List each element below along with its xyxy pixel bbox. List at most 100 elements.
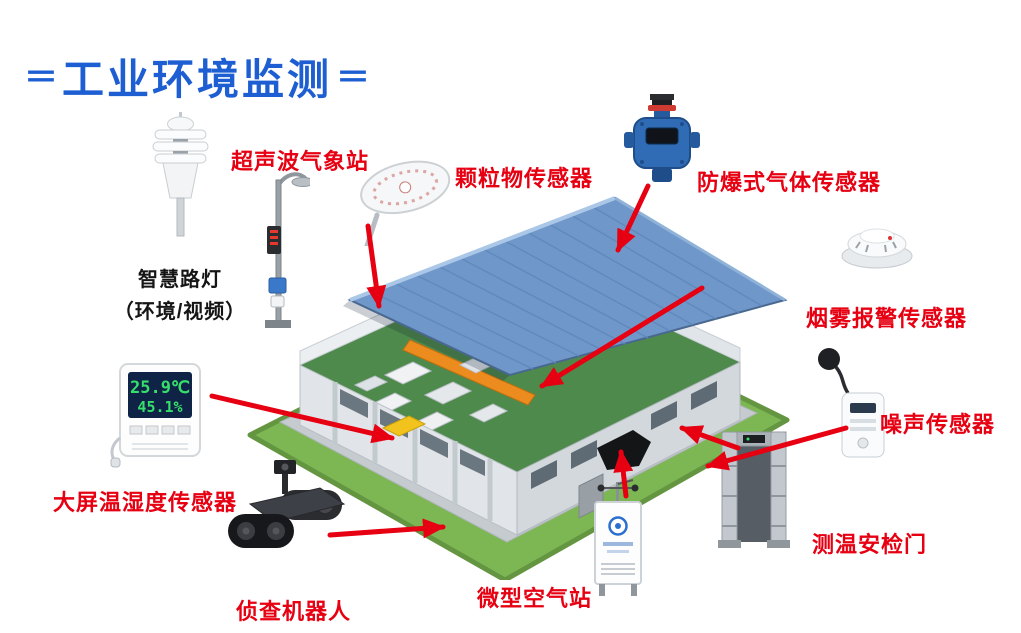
label-smart-lamp-line2: （环境/视频） (113, 301, 247, 323)
vent-slot (892, 241, 897, 249)
label-smart-lamp-line1: 智慧路灯 (138, 269, 222, 291)
wall-window (420, 429, 448, 458)
side-flange (690, 132, 700, 148)
temperature-value: 25.9℃ (130, 378, 190, 398)
machine-block (353, 375, 389, 392)
hole-ring (372, 169, 438, 206)
sensor-disc (152, 141, 209, 152)
probe-stem (362, 212, 380, 246)
label-smoke-sensor: 烟雾报警传感器 (806, 306, 968, 331)
sensor-disc (154, 153, 207, 164)
sensor-screen (645, 127, 679, 145)
detector-top (859, 228, 895, 244)
disc-group (360, 160, 451, 246)
sensor-dome (167, 116, 194, 132)
crane-beam (402, 339, 536, 406)
microphone-ball (818, 348, 840, 370)
label-temp-humidity-sensor: 大屏温湿度传感器 (53, 490, 238, 515)
station-body (162, 162, 199, 199)
label-gas-sensor: 防爆式气体传感器 (697, 170, 882, 195)
wall-window (691, 381, 717, 410)
label-noise-sensor: 噪声传感器 (880, 412, 996, 437)
gate-opening (737, 446, 771, 542)
wall-window (531, 460, 557, 489)
lcd-screen (128, 372, 192, 418)
wheel-hub (242, 527, 250, 535)
center-hub (399, 181, 412, 194)
gas-sensor-image (624, 94, 700, 182)
cabinet-leg (599, 584, 605, 596)
noise-sensor-image (818, 348, 885, 458)
robot-image (228, 460, 346, 548)
machine-block (383, 361, 433, 385)
led-row (270, 230, 278, 233)
gate-foot (767, 540, 790, 548)
button (161, 425, 175, 435)
gate-display (743, 435, 765, 443)
cap-fin (652, 100, 672, 105)
sensor-disc (154, 129, 207, 140)
air-station-image (594, 479, 642, 596)
button (857, 437, 869, 449)
bolt (680, 160, 684, 164)
camera-lens (281, 463, 289, 471)
wheel-hub (272, 527, 280, 535)
lamp-base (265, 320, 291, 328)
bolt (640, 160, 644, 164)
bottom-port (652, 168, 672, 182)
title-decoration-left: ＝ (24, 59, 58, 97)
led-indicator (888, 236, 892, 240)
lamp-head (291, 177, 310, 187)
security-gate-image (718, 431, 790, 548)
neck (654, 111, 670, 118)
led-row (270, 236, 278, 239)
sensor-gap (173, 151, 188, 154)
sensor-gap (173, 139, 188, 142)
vent-slot (855, 241, 861, 249)
title-decoration-right: ＝ (336, 59, 371, 97)
smoke-detector-image (841, 228, 913, 269)
button (129, 425, 143, 435)
page-title: ＝ 工业环境监测 ＝ (24, 46, 370, 107)
text-line (850, 419, 876, 423)
text-line (603, 542, 633, 546)
probe-cable (110, 436, 121, 461)
vent-slot (865, 244, 869, 253)
machine-block (468, 403, 509, 423)
label-weather-station: 超声波气象站 (231, 149, 370, 174)
label-security-gate: 测温安检门 (812, 532, 928, 557)
wind-vane (617, 479, 634, 485)
label-smart-lamp: 智慧路灯 （环境/视频） (105, 264, 255, 328)
page-title-text: 工业环境监测 (62, 56, 333, 103)
antenna (179, 112, 182, 120)
text-line (850, 427, 876, 431)
roof-ridge-highlight (349, 196, 616, 302)
wall-window (460, 449, 485, 476)
mount-pole (176, 197, 185, 237)
junction-box (270, 295, 285, 308)
label-air-station: 微型空气站 (477, 586, 593, 611)
led-row (270, 242, 278, 245)
external-probe (110, 457, 121, 468)
red-ring (648, 105, 676, 111)
bolt (680, 122, 684, 126)
humidity-value: 45.1% (137, 398, 182, 416)
label-particulate-sensor: 颗粒物传感器 (455, 166, 594, 191)
control-box (268, 277, 287, 294)
weather-station-image (152, 112, 209, 237)
sensor-screen (850, 403, 876, 413)
wall-window (571, 440, 597, 469)
vent-slot (884, 244, 887, 253)
mast (282, 474, 288, 494)
smart-lamp-image (265, 172, 310, 328)
particulate-sensor-image (360, 160, 451, 246)
side-flange (624, 132, 634, 148)
button (177, 425, 191, 435)
anemometer-cup (631, 484, 639, 492)
sensor-mast (616, 482, 619, 502)
bolt (640, 122, 644, 126)
wall-window (651, 401, 677, 430)
status-led (746, 437, 750, 441)
mic-stem (834, 365, 850, 395)
